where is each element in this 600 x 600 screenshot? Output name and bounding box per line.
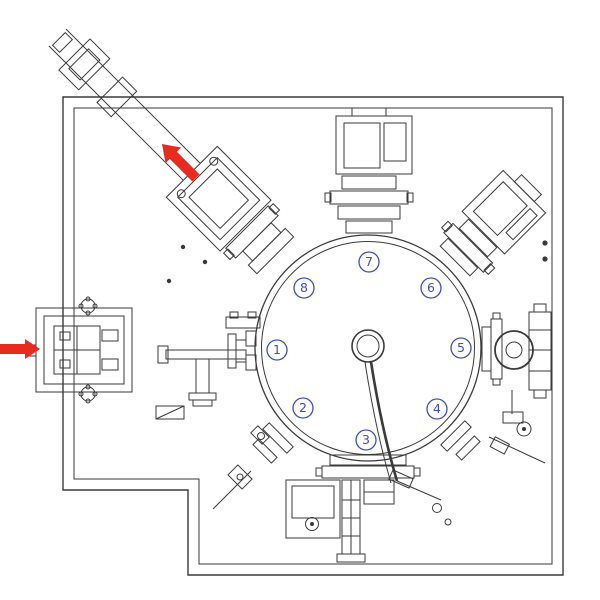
station-marker-circle (450, 337, 472, 359)
bolt-hole-rings (432, 503, 452, 526)
station-marker-2: 2 (292, 397, 314, 419)
pump-bore (505, 341, 523, 359)
station-bottom-left (212, 422, 294, 510)
bolt-rosette-top (78, 296, 98, 316)
center-hub-outer (351, 329, 385, 363)
chamber-ring-inner (261, 241, 475, 455)
station-marker-label: 3 (362, 432, 370, 447)
center-hub-inner (356, 334, 380, 358)
rotary-arm (364, 361, 442, 501)
station-markers: 1 2 3 4 5 6 7 (266, 251, 472, 451)
load-port-assembly (28, 296, 133, 404)
station-marker-3: 3 (355, 429, 377, 451)
station-marker-circle (426, 398, 448, 420)
station-marker-5: 5 (450, 337, 472, 359)
station-marker-4: 4 (426, 398, 448, 420)
station-marker-label: 2 (299, 400, 307, 415)
station-marker-circle (358, 251, 380, 273)
station-marker-label: 5 (457, 340, 465, 355)
station-marker-label: 1 (273, 342, 281, 357)
bolt-holes (166, 240, 548, 526)
station-top (324, 107, 414, 234)
station-marker-7: 7 (358, 251, 380, 273)
rotary-table (254, 234, 482, 501)
station-marker-label: 4 (433, 401, 441, 416)
station-marker-circle (355, 429, 377, 451)
station-marker-6: 6 (420, 277, 442, 299)
station-marker-label: 6 (427, 280, 435, 295)
transfer-direction-arrow (162, 144, 200, 182)
station-marker-1: 1 (266, 339, 288, 361)
station-marker-circle (266, 339, 288, 361)
pump-ring (494, 330, 534, 370)
station-marker-label: 7 (365, 254, 373, 269)
station-marker-circle (293, 277, 315, 299)
station-marker-circle (420, 277, 442, 299)
bolt-rosette-bottom (78, 384, 98, 404)
machine-frame (62, 96, 564, 576)
station-marker-label: 8 (300, 280, 308, 295)
station-marker-circle (292, 397, 314, 419)
load-port-arrow (0, 339, 40, 359)
station-marker-8: 8 (293, 277, 315, 299)
station-bottom (285, 454, 421, 563)
load-lock-transfer-arm (48, 28, 295, 275)
station-right (481, 303, 552, 399)
drawing-root: 1 2 3 4 5 6 7 (0, 28, 564, 576)
station-top-right (439, 169, 547, 277)
chamber-ring-outer (254, 234, 482, 462)
station-left (155, 311, 261, 420)
station-bottom-right (440, 390, 546, 464)
